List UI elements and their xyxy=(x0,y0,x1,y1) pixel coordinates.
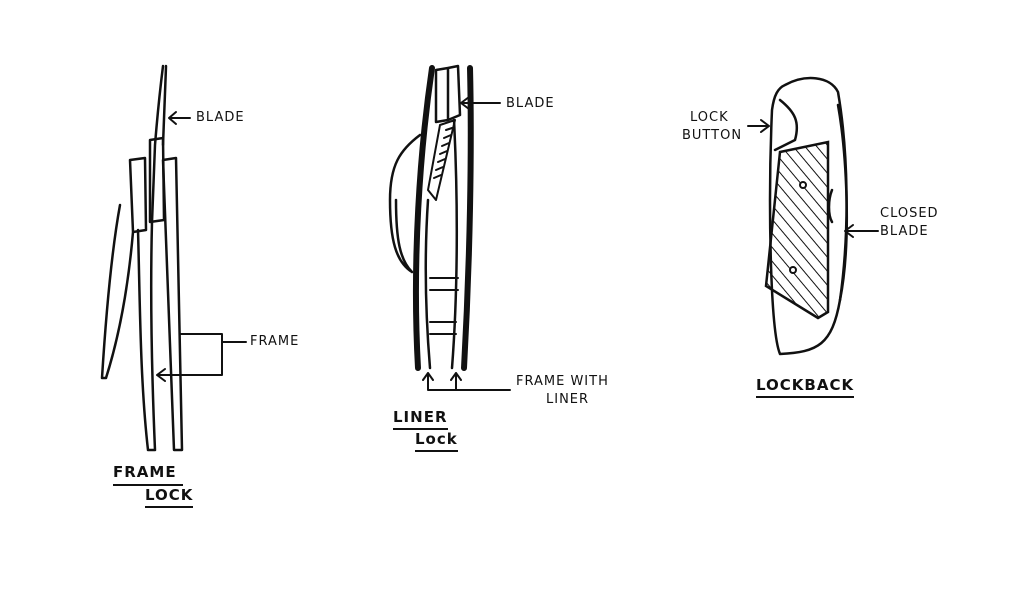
frame-lock-frame xyxy=(161,156,184,452)
liner-lock-liner xyxy=(427,119,456,201)
frame-lock-frame-label: FRAME xyxy=(250,334,300,349)
liner-lock-caption-line1: LINER xyxy=(393,408,448,430)
liner-lock-frame-arrows xyxy=(422,372,511,391)
liner-lock-blade xyxy=(434,64,462,124)
liner-lock-blade-label: BLADE xyxy=(506,96,555,111)
lockback-bolster-top xyxy=(773,98,799,152)
lockback-lock-button-label-line1: LOCK xyxy=(690,110,729,125)
lockback-handle xyxy=(768,76,848,356)
lockback-lock-button-label-line2: BUTTON xyxy=(682,128,743,143)
liner-lock-frame-label-line1: FRAME WITH xyxy=(516,374,609,389)
frame-lock-drawing xyxy=(100,64,247,452)
lockback-closed-blade xyxy=(827,103,849,302)
lockback-closed-blade-arrow xyxy=(844,224,879,238)
liner-lock-caption-line2: Lock xyxy=(415,430,458,452)
lockback-pin-top xyxy=(799,181,807,189)
frame-lock-handle-left xyxy=(136,220,157,452)
lockback-pin-bottom xyxy=(789,266,797,274)
frame-lock-frame-bracket xyxy=(156,333,247,382)
liner-lock-drawing xyxy=(388,64,511,391)
frame-lock-blade-arrow xyxy=(168,111,191,125)
lockback-scale xyxy=(764,140,830,320)
lockback-caption: LOCKBACK xyxy=(756,376,855,398)
liner-lock-blade-arrow xyxy=(460,96,501,110)
liner-lock-outer-scale-right xyxy=(461,65,474,371)
frame-lock-blade-label: BLADE xyxy=(196,110,245,125)
frame-lock-caption-line1: FRAME xyxy=(113,463,177,481)
lockback-closed-blade-label-line2: BLADE xyxy=(880,224,929,239)
lockback-drawing xyxy=(747,76,879,356)
frame-lock-clip xyxy=(100,156,148,380)
liner-lock-frame-label-line2: LINER xyxy=(546,392,590,407)
lockback-lock-button-arrow xyxy=(747,119,770,133)
frame-lock-tang xyxy=(148,136,166,224)
frame-lock-caption-line2: LOCK xyxy=(145,486,194,508)
liner-lock-inner-liners xyxy=(424,118,459,370)
liner-lock-clip xyxy=(388,133,422,274)
lockback-closed-blade-label-line1: CLOSED xyxy=(880,206,939,221)
liner-lock-outer-scale-left xyxy=(412,65,435,371)
frame-lock-caption-underline1 xyxy=(113,484,183,486)
liner-lock-spacers xyxy=(429,277,459,335)
